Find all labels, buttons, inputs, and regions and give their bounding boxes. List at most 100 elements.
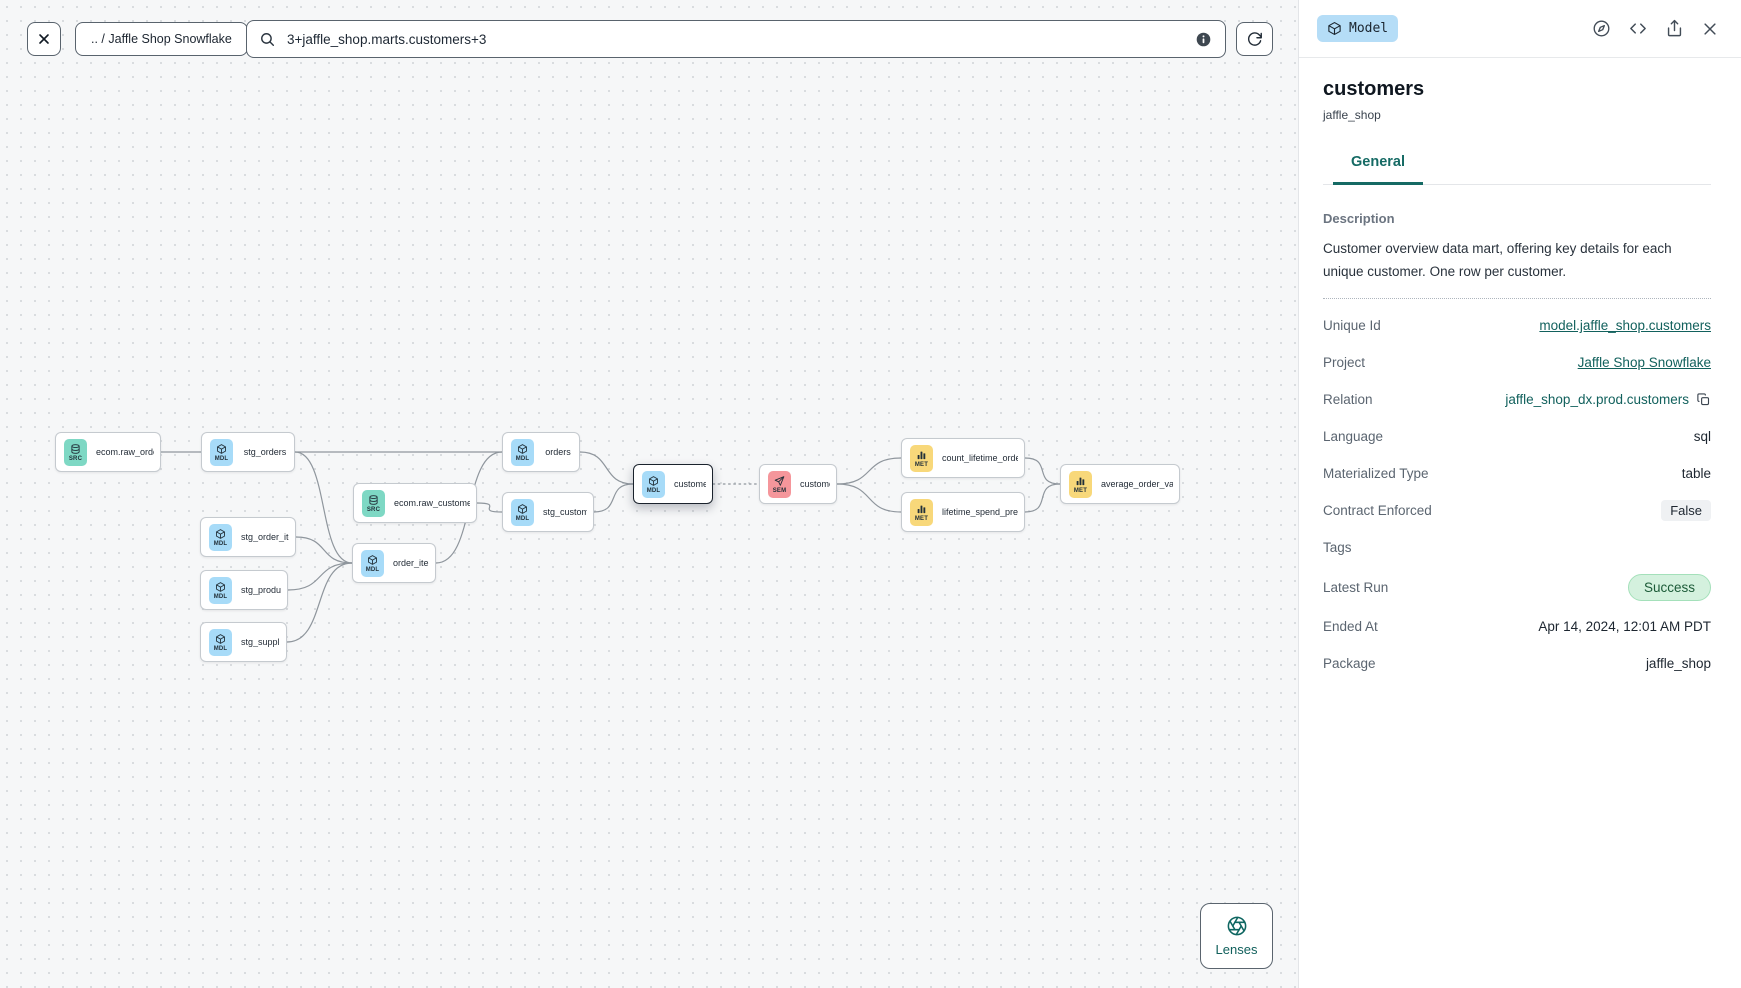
close-icon [1704, 22, 1716, 35]
field-value-text: jaffle_shop_dx.prod.customers [1505, 392, 1689, 408]
status-badge: False [1661, 500, 1711, 522]
node-kind-label: MDL [213, 540, 228, 547]
node-label: customers [674, 479, 706, 489]
field-value: Jaffle Shop Snowflake [1578, 355, 1711, 370]
close-icon [39, 34, 49, 44]
field-value: jaffle_shop_dx.prod.customers [1505, 392, 1711, 407]
node-label: ecom.raw_orders [96, 447, 154, 457]
src-node-icon: SRC [64, 438, 87, 466]
node-kind-label: SEM [772, 487, 787, 494]
edge-count_lifetime_orders-to-average_order_value [1024, 457, 1061, 485]
panel-body: customers jaffle_shop General Descriptio… [1299, 58, 1741, 675]
edge-orders-to-customers [579, 451, 634, 485]
search-input[interactable] [285, 30, 1185, 48]
cube-icon [1328, 22, 1341, 35]
lenses-button[interactable]: Lenses [1200, 903, 1273, 969]
compass-icon [1593, 20, 1610, 37]
search-icon [261, 32, 275, 46]
model-type-badge: Model [1317, 15, 1399, 42]
graph-node-customers[interactable]: MDL customers [633, 464, 713, 504]
field-row-project: Project Jaffle Shop Snowflake [1323, 352, 1711, 374]
field-row-tags: Tags [1323, 537, 1711, 559]
node-kind-label: MDL [213, 593, 228, 600]
edge-stg_orders-to-order_items [294, 451, 353, 564]
mdl-node-icon: MDL [361, 549, 384, 577]
field-value-text: table [1681, 466, 1711, 482]
edge-raw_customers-to-stg_customers [476, 502, 503, 513]
field-row-relation: Relation jaffle_shop_dx.prod.customers [1323, 389, 1711, 411]
field-label: Project [1323, 355, 1366, 371]
graph-node-customers_sem[interactable]: SEM customers [759, 464, 837, 504]
field-label: Unique Id [1323, 318, 1381, 334]
model-badge-label: Model [1349, 21, 1389, 36]
details-panel: Model customers jaffle_shop [1298, 0, 1741, 988]
field-link[interactable]: Jaffle Shop Snowflake [1577, 355, 1711, 371]
node-kind-label: MET [1073, 487, 1088, 494]
field-value-text: Apr 14, 2024, 12:01 AM PDT [1538, 619, 1711, 635]
refresh-button[interactable] [1236, 22, 1273, 56]
field-label: Latest Run [1323, 579, 1389, 595]
close-lineage-button[interactable] [27, 22, 61, 56]
graph-node-average_order_value[interactable]: MET average_order_value [1060, 464, 1180, 504]
panel-tabs: General [1323, 154, 1711, 185]
field-label: Ended At [1323, 619, 1378, 635]
node-label: average_order_value [1101, 479, 1173, 489]
met-node-icon: MET [910, 444, 933, 472]
field-label: Relation [1323, 392, 1373, 408]
node-label: stg_customers [543, 507, 587, 517]
mdl-node-icon: MDL [209, 576, 232, 604]
field-link[interactable]: model.jaffle_shop.customers [1539, 318, 1711, 334]
graph-node-order_items[interactable]: MDL order_items [352, 543, 436, 583]
node-label: customers [800, 479, 830, 489]
field-label: Language [1323, 429, 1384, 445]
mdl-node-icon: MDL [511, 438, 534, 466]
copy-icon[interactable] [1696, 392, 1711, 407]
node-label: stg_orders [243, 447, 287, 457]
panel-actions [1592, 19, 1719, 38]
share-button[interactable] [1665, 19, 1684, 38]
view-code-button[interactable] [1628, 19, 1648, 38]
node-label: ecom.raw_customers [394, 498, 470, 508]
edge-customers_sem-to-lifetime_spend_pretax [836, 483, 902, 513]
node-label: order_items [393, 558, 429, 568]
node-kind-label: MDL [365, 566, 380, 573]
tab-general[interactable]: General [1333, 154, 1423, 185]
explore-lineage-button[interactable] [1592, 19, 1611, 38]
node-kind-label: MDL [515, 455, 530, 462]
close-panel-button[interactable] [1701, 20, 1719, 38]
field-row-package: Package jaffle_shop [1323, 653, 1711, 675]
description-text: Customer overview data mart, offering ke… [1323, 241, 1672, 279]
field-value-text: jaffle_shop [1645, 656, 1711, 672]
graph-node-raw_orders[interactable]: SRC ecom.raw_orders [55, 432, 161, 472]
edge-customers_sem-to-count_lifetime_orders [836, 457, 902, 485]
aperture-icon [1227, 916, 1246, 936]
breadcrumb[interactable]: .. / Jaffle Shop Snowflake [75, 22, 248, 56]
panel-subtitle: jaffle_shop [1323, 108, 1381, 122]
node-kind-label: MDL [646, 487, 661, 494]
lineage-search[interactable] [246, 20, 1226, 58]
met-node-icon: MET [1069, 470, 1092, 498]
node-kind-label: MET [914, 461, 929, 468]
edge-stg_products-to-order_items [287, 562, 353, 591]
field-label: Package [1323, 656, 1376, 672]
node-kind-label: MDL [213, 645, 228, 652]
refresh-icon [1247, 31, 1262, 46]
lenses-label: Lenses [1215, 942, 1258, 957]
info-icon[interactable] [1194, 30, 1213, 49]
field-value: sql [1694, 429, 1711, 444]
edge-stg_order_items-to-order_items [295, 536, 353, 564]
divider [1323, 297, 1711, 299]
